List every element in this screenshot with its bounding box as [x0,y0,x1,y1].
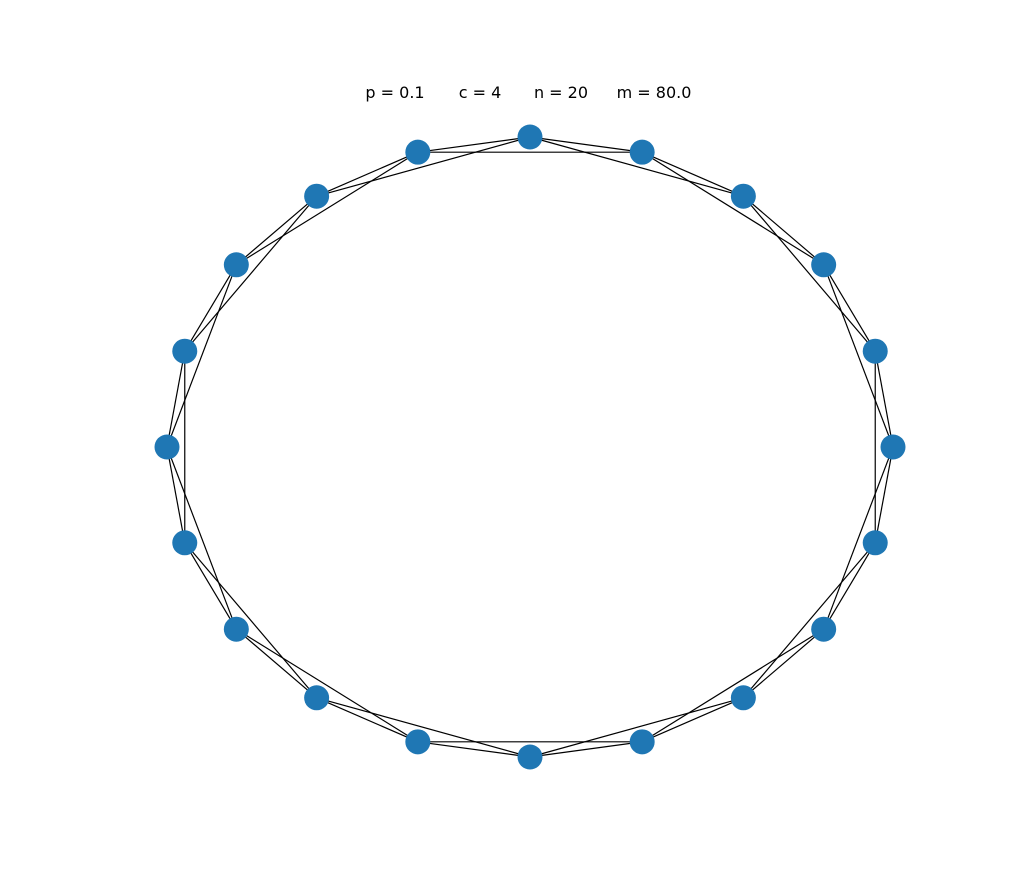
graph-edge [874,446,894,543]
graph-node [517,124,543,150]
graph-edge [166,264,237,448]
graph-node [862,338,888,364]
graph-node [880,434,906,460]
graph-node [154,434,180,460]
graph-edge [641,628,824,743]
graph-edge [236,151,419,266]
graph-node [862,530,888,556]
graph-node [304,183,330,209]
graph-edge [235,628,318,699]
graph-edge [742,195,825,266]
graph-edge [184,195,318,352]
graph-edge [742,628,825,699]
graph-node [172,338,198,364]
nodes-layer [154,124,906,770]
graph-edge [184,542,237,630]
graph-node [172,530,198,556]
graph-edge [641,151,744,197]
graph-edge [417,136,531,153]
graph-edge [316,697,419,743]
graph-node [223,252,249,278]
graph-edge [417,741,531,758]
graph-edge [236,628,419,743]
graph-edge [316,136,531,197]
graph-node [517,744,543,770]
title-n: n = 20 [534,83,588,102]
graph-edge [641,151,824,266]
graph-node [223,616,249,642]
graph-node [730,685,756,711]
graph-edge [184,542,318,699]
graph-node [405,139,431,165]
edges-layer [166,136,894,758]
graph-edge [823,542,876,630]
graph-edge [529,741,643,758]
graph-edge [529,136,744,197]
graph-edge [823,264,894,448]
graph-edge [316,151,419,197]
graph-node [629,729,655,755]
graph-node [730,183,756,209]
graph-edge [184,264,237,352]
graph-edge [742,542,876,699]
graph-node [405,729,431,755]
graph-edge [529,136,643,153]
graph-edge [166,446,186,543]
graph-node [304,685,330,711]
graph-node [811,252,837,278]
graph-edge [823,446,894,630]
graph-edge [316,697,531,758]
title-m: m = 80.0 [617,83,692,102]
title-p: p = 0.1 [365,83,424,102]
graph-edge [823,264,876,352]
title-c: c = 4 [459,83,502,102]
graph-edge [874,351,894,448]
graph-edge [641,697,744,743]
figure-title: p = 0.1 c = 4 n = 20 m = 80.0 [365,83,691,102]
graph-node [811,616,837,642]
graph-edge [742,195,876,352]
graph-edge [235,195,318,266]
graph-edge [529,697,744,758]
graph-edge [166,351,186,448]
graph-edge [166,446,237,630]
graph-node [629,139,655,165]
